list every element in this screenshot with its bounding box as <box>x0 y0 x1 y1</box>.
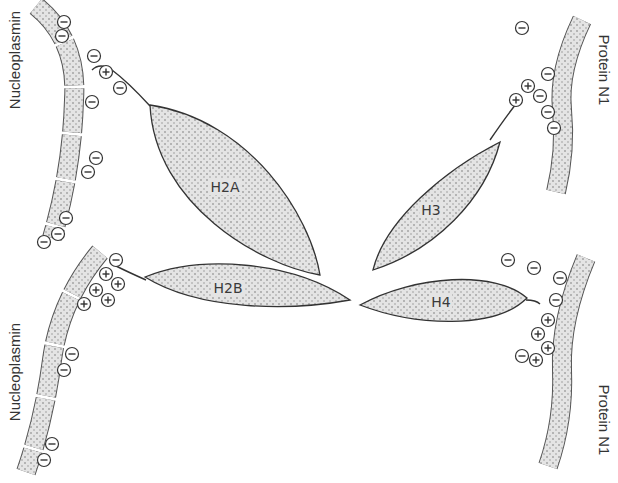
histone-blob: H3 <box>365 110 510 275</box>
histone-blob: H2B <box>140 255 355 315</box>
protein-label: Nucleoplasmin <box>6 11 23 109</box>
histone-outline <box>365 110 510 275</box>
histone-name: H3 <box>419 202 442 218</box>
protein-label: Protein N1 <box>596 35 613 106</box>
histone-name: H2B <box>211 280 244 296</box>
histone-blob: H2A <box>140 95 325 280</box>
histone-outline <box>140 255 355 315</box>
protein-strip <box>26 6 586 472</box>
histone-name: H4 <box>429 294 452 310</box>
histone-tail <box>92 66 540 304</box>
histone-blob: H4 <box>355 270 535 335</box>
protein-label: Protein N1 <box>596 385 613 456</box>
protein-label: Nucleoplasmin <box>6 323 23 421</box>
histone-name: H2A <box>208 179 241 195</box>
charge-symbols <box>38 16 567 467</box>
